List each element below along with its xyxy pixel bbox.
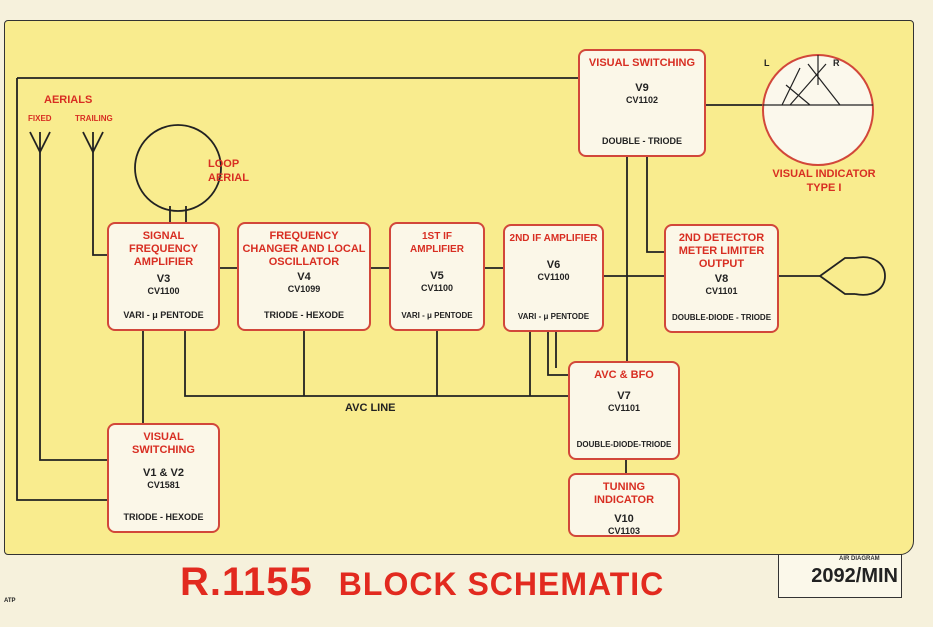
valve-type: VARI - μ PENTODE [401, 311, 473, 320]
cv-number: CV1102 [625, 95, 659, 105]
cv-number: CV1103 [607, 526, 641, 536]
block-tuning-indicator: TUNING INDICATOR V10 CV1103 [568, 473, 680, 537]
trailing-label: TRAILING [75, 114, 113, 123]
valve-type: VARI - μ PENTODE [517, 312, 590, 321]
cv-number: CV1581 [147, 480, 180, 490]
block-avc-bfo: AVC & BFO V7 CV1101 DOUBLE-DIODE-TRIODE [568, 361, 680, 460]
block-title: SIGNAL FREQUENCY AMPLIFIER [128, 230, 199, 268]
loop-aerial-label: LOOP AERIAL [208, 158, 249, 184]
valve: V7 [617, 390, 631, 402]
cv-number: CV1101 [705, 286, 738, 296]
top-bus [16, 77, 578, 501]
block-title: 1ST IF AMPLIFIER [410, 231, 464, 255]
valve: V9 [635, 82, 649, 94]
cv-number: CV1100 [537, 272, 570, 282]
valve: V4 [297, 271, 311, 283]
diagram-stamp: AIR DIAGRAM 2092/MIN [778, 554, 902, 598]
avc-line [142, 331, 568, 423]
cv-number: CV1100 [147, 286, 180, 296]
block-title: AVC & BFO [594, 369, 654, 381]
block-title: 2ND IF AMPLIFIER [509, 233, 598, 244]
block-visual-switching-v9: VISUAL SWITCHING V9 CV1102 DOUBLE - TRIO… [578, 49, 706, 157]
cv-number: CV1099 [287, 284, 321, 294]
block-title: VISUAL SWITCHING [132, 431, 195, 456]
page-title: R.1155 BLOCK SCHEMATIC [180, 560, 664, 605]
valve: V5 [430, 270, 444, 282]
loop-aerial-icon [134, 124, 222, 212]
headphones-icon [819, 256, 886, 296]
valve-type: VARI - μ PENTODE [123, 310, 204, 320]
valve: V8 [714, 273, 729, 285]
block-2nd-if-amplifier: 2ND IF AMPLIFIER V6 CV1100 VARI - μ PENT… [503, 224, 604, 332]
subtitle: BLOCK SCHEMATIC [338, 566, 665, 602]
valve-type: DOUBLE - TRIODE [602, 136, 682, 146]
valve-type: TRIODE - HEXODE [263, 310, 344, 320]
fixed-aerial-wire [39, 150, 107, 461]
cv-number: CV1100 [420, 283, 454, 293]
valve-type: DOUBLE-DIODE-TRIODE [576, 440, 672, 449]
model-title: R.1155 [180, 560, 313, 604]
valve-type: DOUBLE-DIODE - TRIODE [671, 313, 772, 322]
atp-label: ATP [4, 598, 16, 604]
fixed-label: FIXED [28, 114, 52, 123]
valve-type: TRIODE - HEXODE [123, 512, 204, 522]
block-title: FREQUENCY CHANGER AND LOCAL OSCILLATOR [242, 230, 366, 268]
if2-to-avc [547, 332, 568, 376]
visual-indicator-label: VISUAL INDICATOR TYPE I [772, 168, 876, 194]
indicator-r-label: R [833, 58, 840, 68]
block-signal-frequency-amplifier: SIGNAL FREQUENCY AMPLIFIER V3 CV1100 VAR… [107, 222, 220, 331]
block-frequency-changer: FREQUENCY CHANGER AND LOCAL OSCILLATOR V… [237, 222, 371, 331]
block-title: TUNING INDICATOR [593, 481, 655, 506]
avc-line-label: AVC LINE [345, 402, 396, 414]
v9-feeds [626, 157, 664, 361]
indicator-l-label: L [764, 58, 770, 68]
cv-number: CV1101 [607, 403, 641, 413]
block-2nd-detector: 2ND DETECTOR METER LIMITER OUTPUT V8 CV1… [664, 224, 779, 333]
block-visual-switching-v1-v2: VISUAL SWITCHING V1 & V2 CV1581 TRIODE -… [107, 423, 220, 533]
block-title: 2ND DETECTOR METER LIMITER OUTPUT [678, 232, 765, 270]
block-title: VISUAL SWITCHING [588, 57, 696, 69]
stamp-heading: AIR DIAGRAM [839, 556, 880, 562]
trailing-aerial-wire [92, 150, 107, 256]
trailing-aerial-icon [82, 131, 104, 155]
valve: V3 [156, 273, 171, 285]
fixed-aerial-icon [29, 131, 51, 155]
block-1st-if-amplifier: 1ST IF AMPLIFIER V5 CV1100 VARI - μ PENT… [389, 222, 485, 331]
signal-chain [220, 267, 664, 277]
indicator-trace [763, 55, 873, 106]
valve: V10 [614, 513, 634, 525]
loop-aerial-stem [169, 206, 187, 222]
valve: V1 & V2 [143, 467, 184, 479]
diagram-number: 2092/MIN [811, 565, 898, 587]
valve: V6 [546, 259, 561, 271]
aerials-label: AERIALS [44, 94, 93, 106]
